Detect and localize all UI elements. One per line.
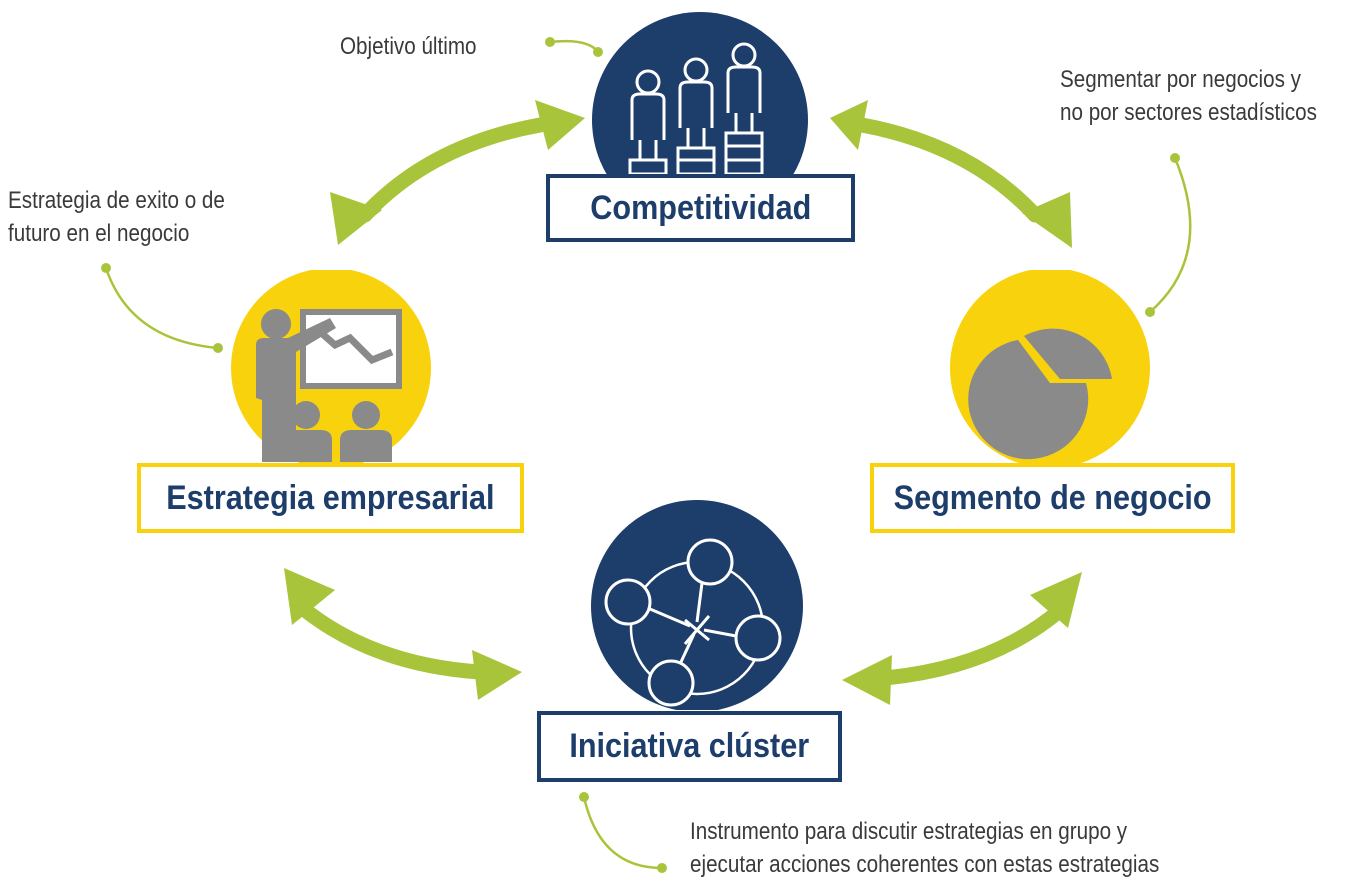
connector-competitividad bbox=[549, 39, 600, 53]
connector-dot bbox=[657, 863, 667, 873]
connector-iniciativa bbox=[582, 796, 663, 870]
connector-dot bbox=[1145, 307, 1155, 317]
arrow-bottom-right-head-b bbox=[1030, 572, 1082, 628]
connector-dot bbox=[545, 37, 555, 47]
arrow-top-left-head-a bbox=[535, 100, 585, 150]
arrow-top-left bbox=[357, 117, 548, 223]
arrow-bottom-right bbox=[877, 604, 1066, 686]
annotation-estrategia: Estrategia de exito o de futuro en el ne… bbox=[8, 187, 225, 247]
pie-chart-icon bbox=[968, 328, 1112, 460]
arrow-top-right-head-b bbox=[1022, 192, 1072, 248]
arrow-top-right-head-a bbox=[830, 100, 868, 150]
iniciativa-label: Iniciativa clúster bbox=[537, 711, 842, 782]
annotation-segmento: Segmentar por negocios y no por sectores… bbox=[1060, 66, 1317, 126]
connector-dot bbox=[579, 792, 589, 802]
podium-people-icon bbox=[628, 42, 764, 176]
connector-dot bbox=[593, 47, 603, 57]
segmento-label: Segmento de negocio bbox=[870, 463, 1235, 533]
arrow-bottom-left bbox=[297, 602, 488, 680]
connector-dot bbox=[1170, 153, 1180, 163]
arrow-top-right bbox=[854, 117, 1043, 223]
arrow-top-left-head-b bbox=[330, 192, 382, 245]
estrategia-label: Estrategia empresarial bbox=[137, 463, 524, 533]
connector-dot bbox=[101, 263, 111, 273]
network-cluster-icon bbox=[604, 538, 782, 707]
annotation-iniciativa: Instrumento para discutir estrategias en… bbox=[690, 818, 1160, 878]
arrow-bottom-left-head-a bbox=[284, 568, 335, 625]
competitividad-label: Competitividad bbox=[546, 174, 855, 242]
connector-segmento bbox=[1149, 157, 1192, 313]
presenter-audience-icon bbox=[256, 309, 402, 462]
arrow-bottom-right-head-a bbox=[842, 655, 892, 705]
arrow-bottom-left-head-b bbox=[472, 650, 522, 700]
connector-estrategia bbox=[104, 267, 219, 350]
connector-dot bbox=[213, 343, 223, 353]
annotation-competitividad: Objetivo último bbox=[340, 33, 477, 60]
